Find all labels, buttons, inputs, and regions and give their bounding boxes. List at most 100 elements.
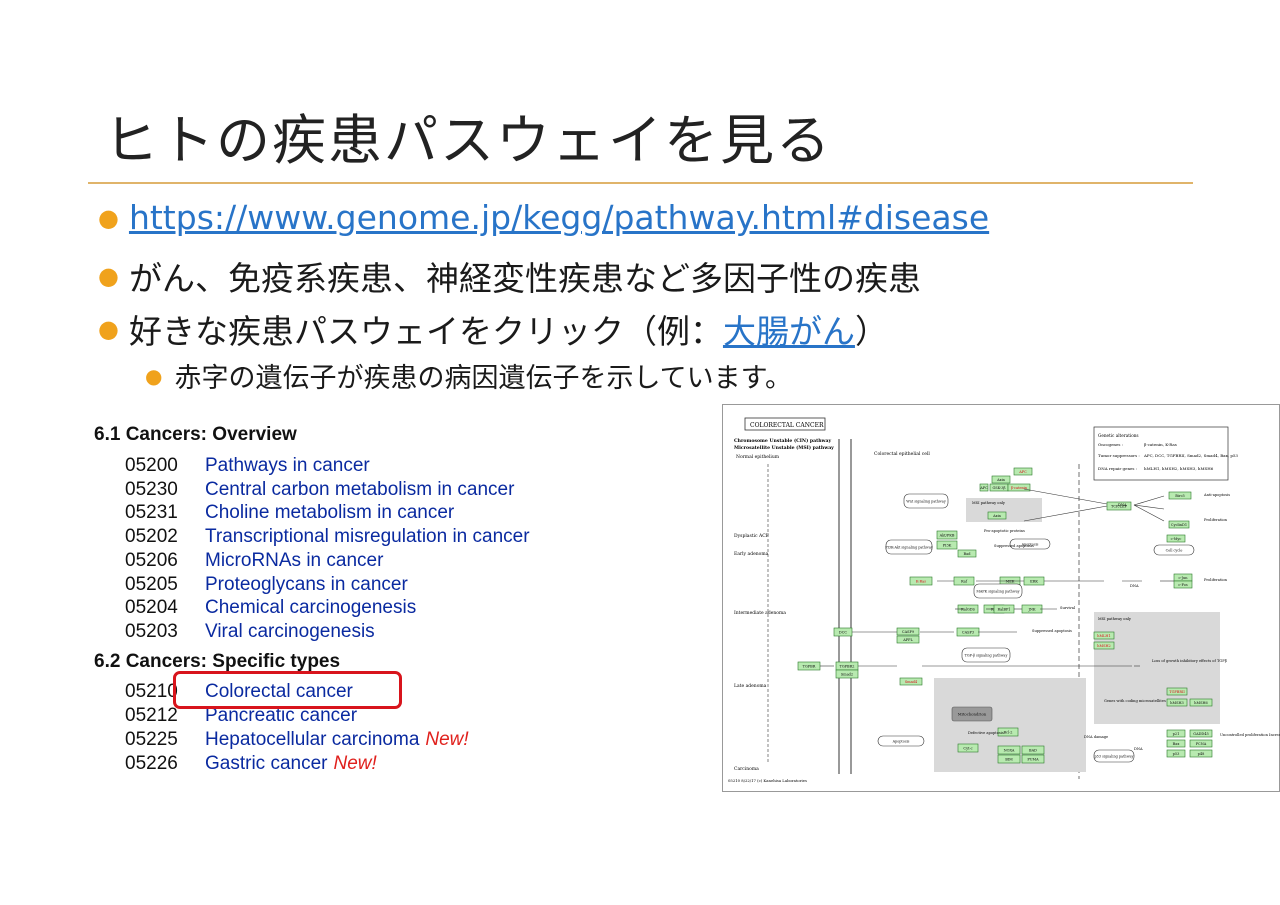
bullet-dot-icon: ● xyxy=(98,315,119,343)
disease-gene-box: hMLH1 xyxy=(1093,631,1115,640)
gene-box: p53 xyxy=(1166,749,1186,758)
map-left-label: Microsatellite Unstable (MSI) pathway xyxy=(734,444,834,451)
gene-box: TGFBR2 xyxy=(835,661,859,671)
pathway-name[interactable]: Proteoglycans in cancer xyxy=(205,574,408,595)
gene-box: RalBP1 xyxy=(993,604,1015,614)
svg-text:TGFBR: TGFBR xyxy=(803,664,816,668)
gene-box: BIM xyxy=(997,754,1021,764)
gene-box: c-Jun xyxy=(1173,573,1193,582)
gene-box: NOXA xyxy=(997,745,1021,755)
svg-text:BAD: BAD xyxy=(1029,748,1037,752)
svg-text:ERK: ERK xyxy=(1030,579,1038,583)
pathway-code: 05226 xyxy=(125,753,178,774)
gene-box: Smad2 xyxy=(835,669,859,679)
svg-text:Apoptosis: Apoptosis xyxy=(1021,542,1039,546)
pathway-name[interactable]: Transcriptional misregulation in cancer xyxy=(205,526,530,547)
stage-label: Carcinoma xyxy=(734,766,759,772)
map-title: COLORECTAL CANCER xyxy=(750,422,824,429)
legend-key: DNA repair genes : xyxy=(1098,466,1137,471)
kegg-disease-link[interactable]: https://www.genome.jp/kegg/pathway.html#… xyxy=(128,198,990,237)
map-annotation: DNA xyxy=(1118,503,1127,507)
svg-text:APPL: APPL xyxy=(902,638,913,642)
svg-text:hMSH6: hMSH6 xyxy=(1194,701,1208,705)
pathway-name[interactable]: MicroRNAs in cancer xyxy=(205,550,384,571)
map-annotation: Survival xyxy=(1060,606,1076,610)
pathway-name[interactable]: Central carbon metabolism in cancer xyxy=(205,479,515,500)
gene-box: Bcl-2 xyxy=(997,727,1019,737)
svg-text:CyclinD1: CyclinD1 xyxy=(1171,523,1187,527)
pathway-name[interactable]: Pancreatic cancer xyxy=(205,705,358,726)
svg-text:Bad: Bad xyxy=(964,552,972,556)
section-specific-title: 6.2 Cancers: Specific types xyxy=(94,651,341,672)
stage-label: Late adenoma xyxy=(734,683,767,689)
pathway-code: 05225 xyxy=(125,729,178,750)
pathway-name[interactable]: Gastric cancer xyxy=(205,753,328,774)
map-annotation: Defective apoptosis xyxy=(968,731,1004,735)
svg-text:Cell cycle: Cell cycle xyxy=(1166,548,1183,552)
pathway-code: 05205 xyxy=(125,574,178,595)
svg-text:hMLH1: hMLH1 xyxy=(1097,634,1110,638)
pathway-name[interactable]: Choline metabolism in cancer xyxy=(205,502,455,523)
map-annotation: Proliferation xyxy=(1204,518,1228,522)
sub-bullet-red-genes: ● 赤字の遺伝子が疾患の病因遺伝子を示しています。 xyxy=(145,356,792,395)
pathway-link-box: MAPK signaling pathway xyxy=(973,583,1023,599)
bullet-kegg-link: ● https://www.genome.jp/kegg/pathway.htm… xyxy=(98,198,989,237)
gene-box: Cyt-c xyxy=(957,743,979,753)
list-item[interactable]: 05204 Chemical carcinogenesis xyxy=(125,597,416,619)
list-item[interactable]: 05205 Proteoglycans in cancer xyxy=(125,574,408,596)
map-footer: 05210 8/22/17 (c) Kanehisa Laboratories xyxy=(728,778,807,783)
gene-box: PI3K xyxy=(936,540,958,550)
disease-gene-box: K-Ras xyxy=(909,576,933,586)
svg-text:PI3K-Akt signaling pathway: PI3K-Akt signaling pathway xyxy=(885,545,933,549)
pathway-name[interactable]: Colorectal cancer xyxy=(205,681,353,702)
new-badge: New! xyxy=(333,753,377,774)
pathway-code: 05206 xyxy=(125,550,178,571)
svg-text:Smad4: Smad4 xyxy=(905,680,918,684)
svg-text:Cyt-c: Cyt-c xyxy=(963,746,972,750)
disease-gene-box: hMSH2 xyxy=(1093,641,1115,650)
colorectal-highlight-box xyxy=(173,671,402,709)
svg-text:Smad2: Smad2 xyxy=(841,672,853,676)
pathway-link-box: PI3K-Akt signaling pathway xyxy=(885,539,933,555)
svg-text:p53: p53 xyxy=(1173,752,1180,756)
svg-text:hMSH2: hMSH2 xyxy=(1097,644,1111,648)
map-annotation: DNA xyxy=(1130,584,1139,588)
svg-text:PUMA: PUMA xyxy=(1027,757,1039,761)
map-annotation: Proliferation xyxy=(1204,578,1228,582)
map-annotation: MSI pathway only xyxy=(972,501,1006,505)
gene-box: c-Myc xyxy=(1166,534,1186,543)
gene-box: p21 xyxy=(1166,729,1186,738)
svg-text:K-Ras: K-Ras xyxy=(916,579,926,583)
gene-box: p48 xyxy=(1189,749,1213,758)
legend-key: Oncogenes : xyxy=(1098,442,1123,447)
pathway-name[interactable]: Hepatocellular carcinoma xyxy=(205,729,420,750)
legend-value: APC, DCC, TGFBRII, Smad2, Smad4, Bax, p5… xyxy=(1143,453,1238,458)
list-item[interactable]: 05206 MicroRNAs in cancer xyxy=(125,550,383,572)
svg-text:MAPK signaling pathway: MAPK signaling pathway xyxy=(976,589,1019,593)
svg-text:RalBP1: RalBP1 xyxy=(997,607,1010,611)
gene-box: hMSH3 xyxy=(1166,698,1188,707)
pathway-link-box: TGF-β signaling pathway xyxy=(961,647,1011,663)
pathway-code: 05204 xyxy=(125,597,178,618)
gene-box: Axin xyxy=(987,511,1007,520)
gene-box: JNK xyxy=(1021,604,1043,614)
map-annotation: MSI pathway only xyxy=(1098,617,1132,621)
pathway-name[interactable]: Viral carcinogenesis xyxy=(205,621,375,642)
colorectal-cancer-link[interactable]: 大腸がん xyxy=(722,312,855,351)
pathway-name[interactable]: Pathways in cancer xyxy=(205,455,370,476)
gene-box: APC xyxy=(979,483,989,492)
svg-text:Akt/PKB: Akt/PKB xyxy=(939,533,955,537)
pathway-name[interactable]: Chemical carcinogenesis xyxy=(205,597,417,618)
bullet-dot-icon: ● xyxy=(98,203,119,232)
gene-box: Axin xyxy=(991,475,1011,484)
